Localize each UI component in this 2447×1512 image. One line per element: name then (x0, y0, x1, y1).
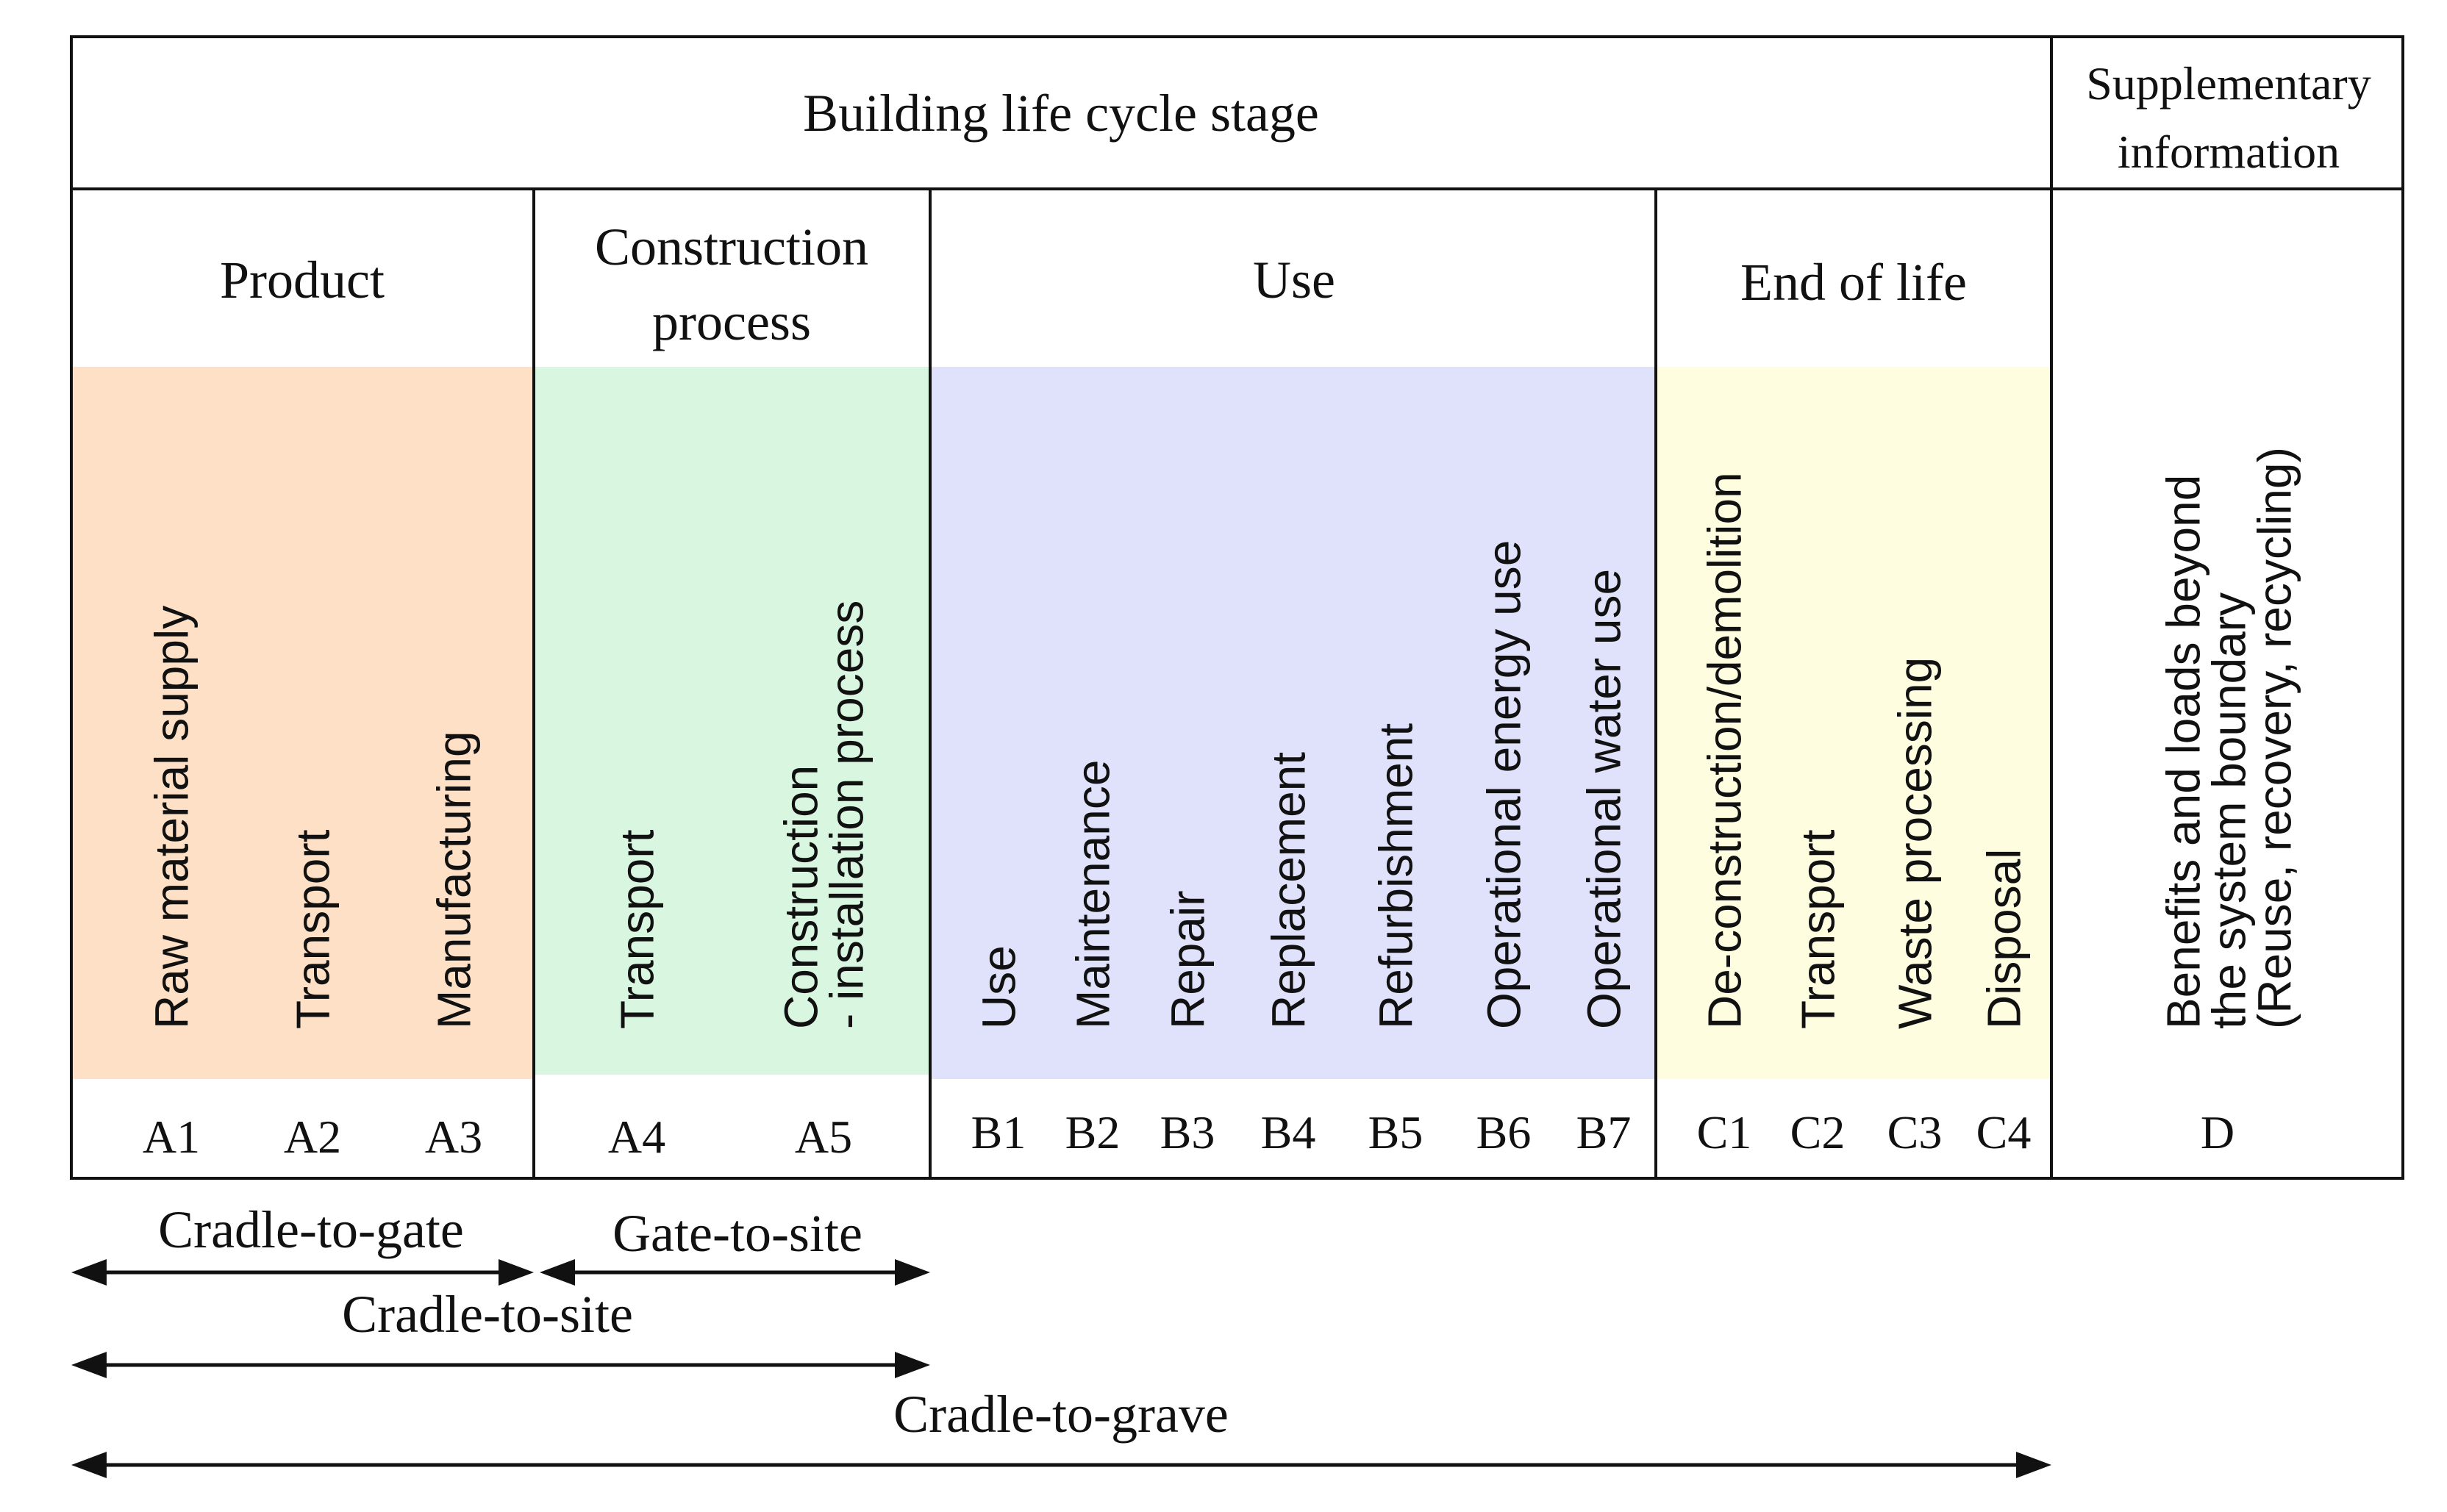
product-stage-title: Product (220, 251, 385, 309)
cradle-to-gate-arrow-head-right (499, 1259, 534, 1286)
gate-to-site-arrow: Gate-to-site (540, 1204, 930, 1286)
module-a1-code: A1 (143, 1111, 200, 1163)
module-b7-label: Operational water use (1577, 569, 1630, 1029)
module-a2-code: A2 (284, 1111, 341, 1163)
module-a3-label: Manufacturing (427, 731, 480, 1029)
module-c4-code: C4 (1976, 1106, 2032, 1158)
module-c2-code: C2 (1790, 1106, 1846, 1158)
module-b2-code: B2 (1065, 1106, 1121, 1158)
cradle-to-grave-label: Cradle-to-grave (893, 1385, 1229, 1444)
module-c4-label: Disposal (1977, 849, 2030, 1029)
module-b2-label: Maintenance (1066, 760, 1119, 1029)
module-a4-code: A4 (608, 1111, 665, 1163)
module-c3-label: Waste processing (1888, 657, 1941, 1029)
use-stage-title: Use (1253, 251, 1335, 309)
module-c1-code: C1 (1697, 1106, 1752, 1158)
cradle-to-site-arrow-head-left (71, 1352, 107, 1378)
gate-to-site-arrow-head-left (540, 1259, 575, 1286)
module-c2-label: Transport (1791, 829, 1844, 1029)
end-of-life-stage-fill (1657, 367, 2050, 1079)
module-c1-label: De-construction/demolition (1698, 472, 1751, 1029)
stage-titles: Product Construction process Use End of life (220, 218, 1967, 351)
cradle-to-gate-arrow-head-left (71, 1259, 107, 1286)
use-stage-fill (932, 367, 1654, 1079)
construction-stage-fill (535, 367, 929, 1075)
module-codes: A1 A2 A3 A4 A5 B1 B2 B3 B4 B5 B6 B7 C1 C2 C3 C4 D (143, 1106, 2235, 1163)
cradle-to-grave-arrow-head-right (2016, 1452, 2051, 1478)
diagram-title: Building life cycle stage (803, 84, 1319, 143)
scope-arrows: Cradle-to-gate Gate-to-siteCradle-to-site… (71, 1200, 2051, 1478)
module-d-label-line-3: (Reuse, recovery, recycling) (2248, 447, 2301, 1029)
cradle-to-grave-arrow: Cradle-to-grave (71, 1385, 2051, 1478)
module-b6-label: Operational energy use (1477, 540, 1530, 1029)
module-a5-label-line-1: Construction (774, 765, 827, 1029)
module-c3-code: C3 (1887, 1106, 1943, 1158)
stage-fills (73, 367, 2050, 1079)
module-b4-label: Replacement (1262, 752, 1315, 1029)
module-b1-label: Use (972, 945, 1025, 1029)
cradle-to-grave-arrow-head-left (71, 1452, 107, 1478)
module-b5-code: B5 (1368, 1106, 1423, 1158)
construction-stage-title-line-2: process (652, 293, 811, 351)
cradle-to-site-arrow: Cradle-to-site (71, 1285, 930, 1378)
module-b3-code: B3 (1160, 1106, 1215, 1158)
gate-to-site-arrow-head-right (895, 1259, 930, 1286)
cradle-to-gate-arrow: Cradle-to-gate (71, 1200, 534, 1286)
product-stage-fill (73, 367, 532, 1079)
module-b1-code: B1 (971, 1106, 1026, 1158)
module-b4-code: B4 (1261, 1106, 1316, 1158)
table-outer-border (70, 35, 2404, 1180)
supplementary-header-line-1: Supplementary (2086, 57, 2371, 110)
module-b5-label: Refurbishment (1369, 723, 1422, 1029)
module-a1-label: Raw material supply (145, 606, 198, 1029)
table-grid (70, 35, 2404, 1180)
gate-to-site-label: Gate-to-site (612, 1204, 862, 1263)
module-a5-code: A5 (795, 1111, 852, 1163)
module-d-code: D (2201, 1106, 2235, 1158)
module-d-label-line-1: Benefits and loads beyond (2157, 475, 2210, 1029)
module-a4-label: Transport (610, 829, 663, 1029)
cradle-to-gate-label: Cradle-to-gate (158, 1200, 464, 1259)
cradle-to-site-arrow-head-right (895, 1352, 930, 1378)
construction-stage-title-line-1: Construction (595, 218, 868, 276)
supplementary-header-line-2: information (2118, 126, 2340, 178)
end-of-life-stage-title: End of life (1740, 253, 1967, 312)
cradle-to-site-label: Cradle-to-site (342, 1285, 633, 1344)
module-b3-label: Repair (1161, 890, 1214, 1029)
module-d-label-line-2: the system boundary (2202, 592, 2255, 1029)
module-a3-code: A3 (425, 1111, 482, 1163)
module-a5-label-line-2: - installation process (820, 601, 873, 1029)
module-b6-code: B6 (1476, 1106, 1532, 1158)
module-b7-code: B7 (1576, 1106, 1632, 1158)
module-a2-label: Transport (286, 829, 339, 1029)
